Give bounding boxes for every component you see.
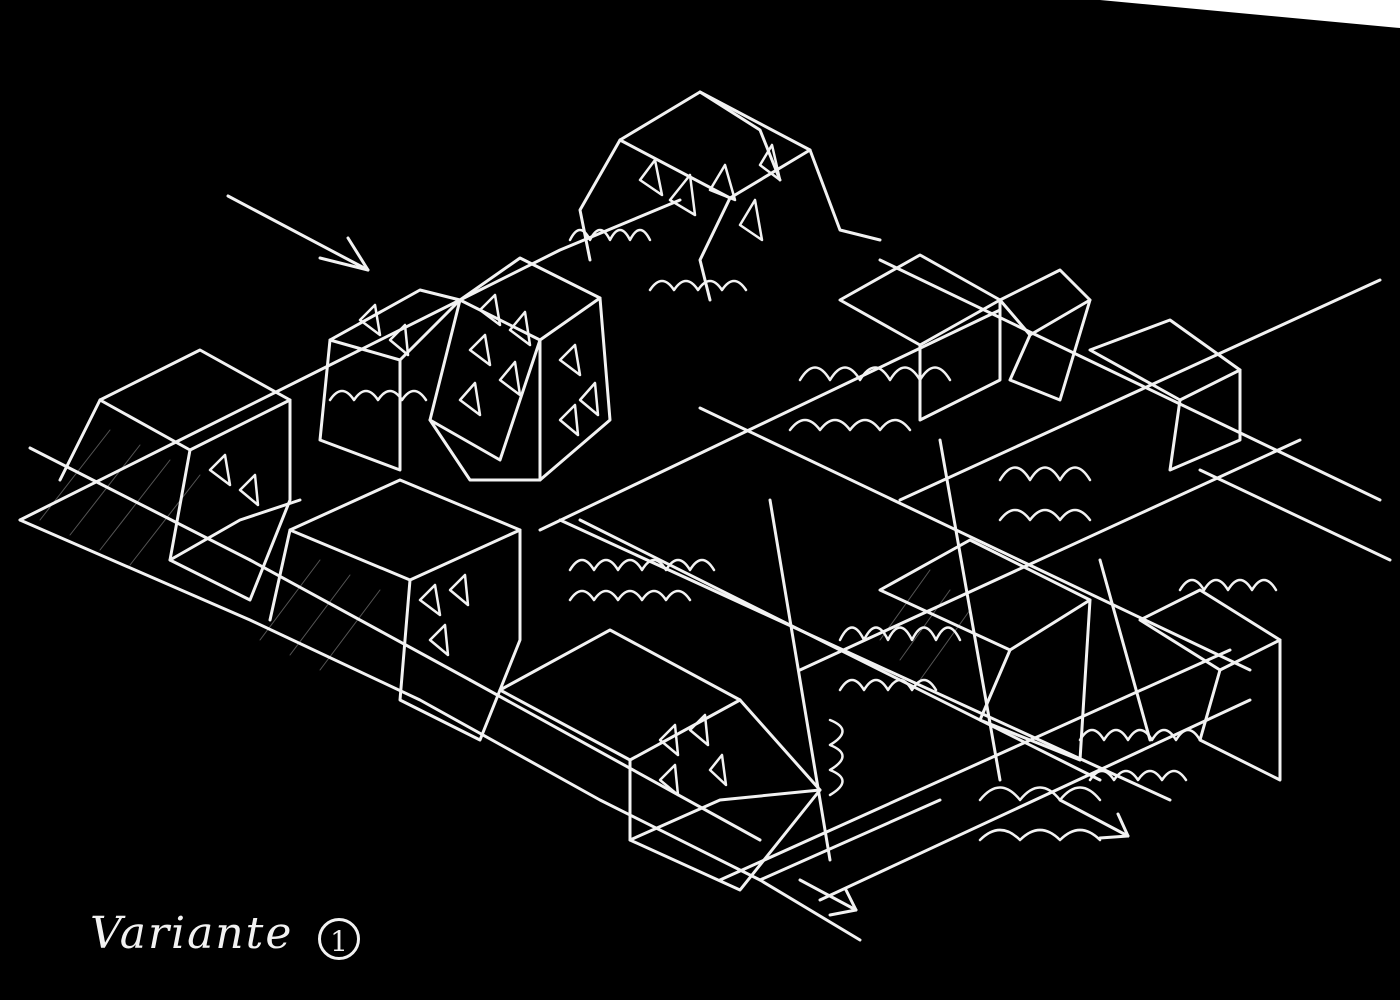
building-center	[318, 256, 612, 482]
arrow-right	[1058, 798, 1130, 840]
caption-text: Variante	[90, 908, 294, 959]
building-top-center	[578, 90, 882, 302]
caption-number-mark: 1	[318, 918, 360, 960]
building-right-top	[838, 253, 1242, 472]
hatching	[39, 429, 971, 681]
paper-corner	[1100, 0, 1400, 28]
building-mid-left	[268, 478, 522, 742]
ground-lines	[18, 198, 1392, 942]
building-left	[58, 348, 302, 602]
tree-scribbles	[328, 228, 1278, 842]
arrow-left	[226, 194, 370, 272]
building-right-mid	[878, 538, 1282, 782]
arrow-bottom	[798, 878, 858, 917]
building-bottom	[498, 628, 822, 892]
roof-pattern	[208, 143, 782, 797]
